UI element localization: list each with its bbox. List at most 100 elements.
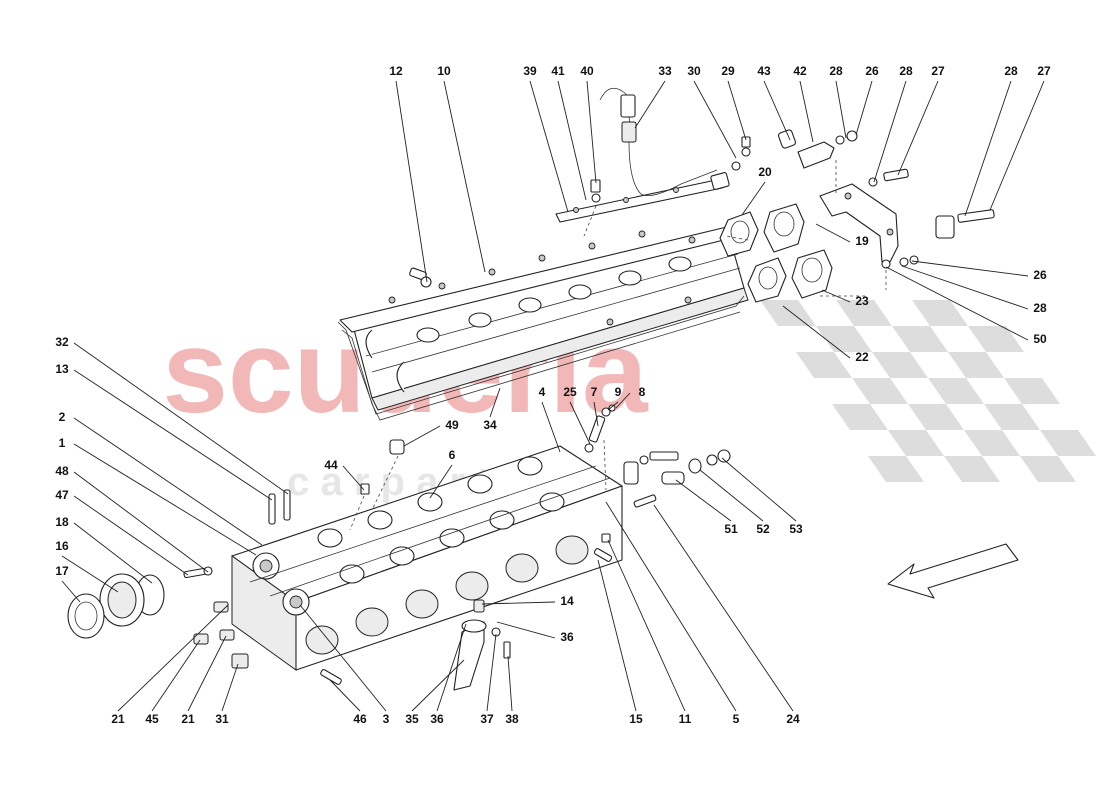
callout-label-c14: 14 — [560, 594, 574, 608]
valve-cover-gasket — [337, 295, 745, 421]
leader-line-c1 — [73, 443, 257, 556]
leader-line-c4 — [541, 401, 561, 453]
leader-line-c25 — [569, 401, 591, 445]
leader-line-c12a — [395, 80, 428, 283]
callout-label-c36b: 36 — [430, 712, 444, 726]
callout-label-c16: 16 — [55, 539, 69, 553]
callout-label-c28b: 28 — [899, 64, 913, 78]
watermark-checker-square — [852, 378, 908, 404]
watermark-checker-square — [964, 430, 1020, 456]
leader-line-c32 — [73, 342, 289, 495]
bolts-upper — [409, 136, 751, 288]
callout-label-c27b: 27 — [1037, 64, 1051, 78]
leader-line-c52 — [699, 469, 764, 522]
callout-label-c34: 34 — [483, 418, 497, 432]
callout-label-c35: 35 — [405, 712, 419, 726]
watermark-checker-square — [1020, 456, 1076, 482]
callout-label-c12a: 12 — [389, 64, 403, 78]
alignment-lines — [349, 160, 887, 531]
breather-rail — [555, 179, 723, 223]
exhaust-gaskets — [719, 203, 833, 303]
callout-label-c23: 23 — [855, 294, 869, 308]
leader-line-c29 — [727, 80, 747, 141]
callout-label-c19: 19 — [855, 234, 869, 248]
leader-line-c8 — [615, 392, 631, 409]
watermark-checker-flag — [760, 300, 1096, 482]
leader-line-c38 — [507, 655, 513, 712]
callout-label-c29: 29 — [721, 64, 735, 78]
leader-line-c23 — [821, 289, 851, 303]
watermark-checker-square — [892, 326, 948, 352]
callout-label-c25: 25 — [563, 385, 577, 399]
leader-line-c27a — [897, 80, 939, 176]
callout-label-c38: 38 — [505, 712, 519, 726]
leader-line-c14 — [481, 601, 556, 605]
watermark-checker-square — [908, 404, 964, 430]
leader-line-c50 — [885, 266, 1029, 341]
leader-line-c33 — [634, 80, 666, 129]
leader-line-c31 — [221, 663, 239, 712]
watermark-checker-square — [968, 326, 1024, 352]
watermark-checker-square — [816, 326, 872, 352]
leader-line-c49 — [403, 425, 441, 447]
valve-springs — [193, 601, 249, 669]
callout-label-c2: 2 — [59, 410, 66, 424]
watermark-checker-square — [836, 300, 892, 326]
callout-label-c1: 1 — [59, 436, 66, 450]
callout-label-c18: 18 — [55, 515, 69, 529]
watermark-checker-square — [832, 404, 888, 430]
callout-label-c4: 4 — [539, 385, 546, 399]
callout-label-c30: 30 — [687, 64, 701, 78]
leader-line-c37 — [486, 633, 497, 712]
watermark-checker-square — [944, 456, 1000, 482]
leader-line-c22 — [782, 305, 851, 359]
hardware-44-49 — [360, 439, 405, 495]
callout-label-c10: 10 — [437, 64, 451, 78]
valve-cover — [339, 224, 749, 411]
callout-label-c27a: 27 — [931, 64, 945, 78]
callout-label-c8: 8 — [639, 385, 646, 399]
leader-line-c40 — [586, 80, 597, 184]
watermark-checker-square — [796, 352, 852, 378]
leader-line-c36b — [436, 623, 467, 712]
callout-label-c52: 52 — [756, 522, 770, 536]
leader-line-c41 — [557, 80, 587, 201]
leader-line-c28b — [873, 80, 907, 183]
end-cover-assembly — [67, 573, 165, 639]
callout-label-c43: 43 — [757, 64, 771, 78]
callout-label-c20: 20 — [758, 165, 772, 179]
intake-pipe — [453, 619, 511, 691]
callout-label-c44: 44 — [324, 458, 338, 472]
callout-label-c45: 45 — [145, 712, 159, 726]
leader-line-c28d — [901, 265, 1029, 310]
callout-label-c5: 5 — [733, 712, 740, 726]
leader-line-c30 — [693, 80, 737, 159]
leader-line-c3 — [299, 604, 387, 712]
direction-arrow — [887, 543, 1019, 599]
sensor-with-cable — [599, 87, 730, 197]
callout-label-c39: 39 — [523, 64, 537, 78]
watermark-checker-square — [948, 352, 1004, 378]
callout-label-c28c: 28 — [1004, 64, 1018, 78]
callout-label-c9: 9 — [615, 385, 622, 399]
callout-label-c36a: 36 — [560, 630, 574, 644]
callout-label-c7: 7 — [591, 385, 598, 399]
callout-label-c53: 53 — [789, 522, 803, 536]
callout-label-c49: 49 — [445, 418, 459, 432]
callout-label-c17: 17 — [55, 564, 69, 578]
callout-label-c13: 13 — [55, 362, 69, 376]
leader-line-c24 — [653, 504, 794, 712]
leader-line-c45 — [151, 639, 201, 712]
pin-46 — [320, 669, 342, 685]
bolts-right — [623, 449, 731, 485]
leader-line-c34 — [489, 387, 501, 418]
dowel-pins — [268, 489, 291, 525]
leader-line-c21a — [117, 604, 229, 712]
watermark-checker-square — [928, 378, 984, 404]
leader-line-c9 — [607, 401, 619, 411]
callout-label-c22: 22 — [855, 350, 869, 364]
callout-label-c48: 48 — [55, 464, 69, 478]
leader-line-c11 — [607, 539, 686, 712]
leader-line-c42 — [799, 80, 814, 143]
